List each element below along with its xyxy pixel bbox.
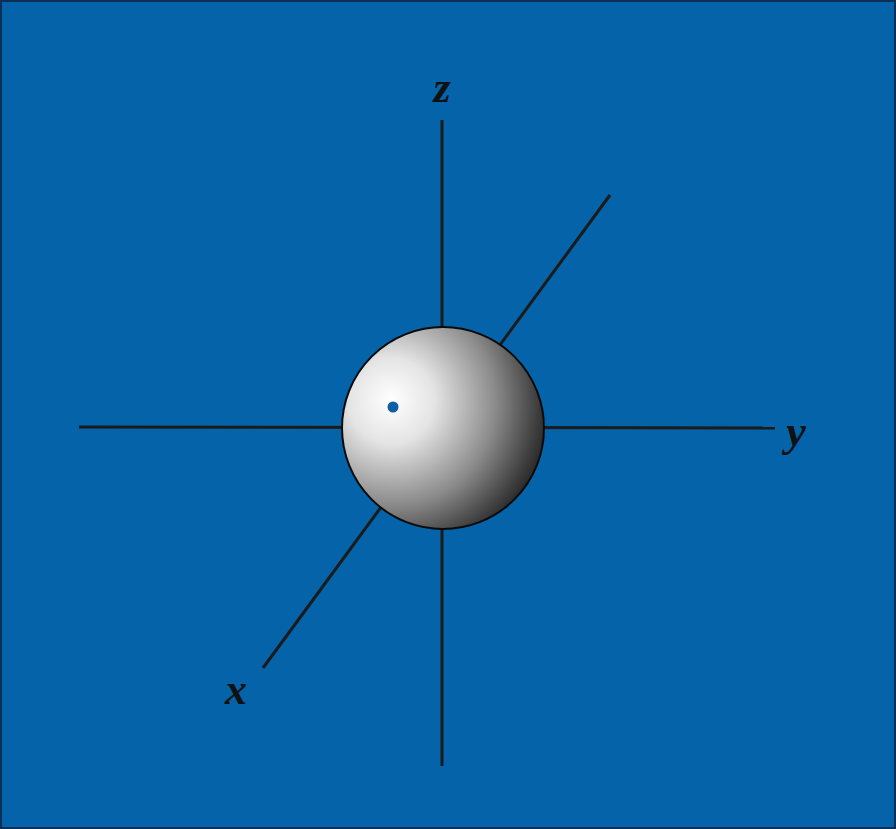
axis-label: z xyxy=(433,66,450,110)
nucleus-dot xyxy=(388,402,399,413)
axis-label: y xyxy=(786,410,806,454)
axes xyxy=(79,120,775,766)
axis-label: x xyxy=(225,668,247,712)
x-axis xyxy=(263,195,610,668)
s-orbital-sphere xyxy=(342,327,544,529)
